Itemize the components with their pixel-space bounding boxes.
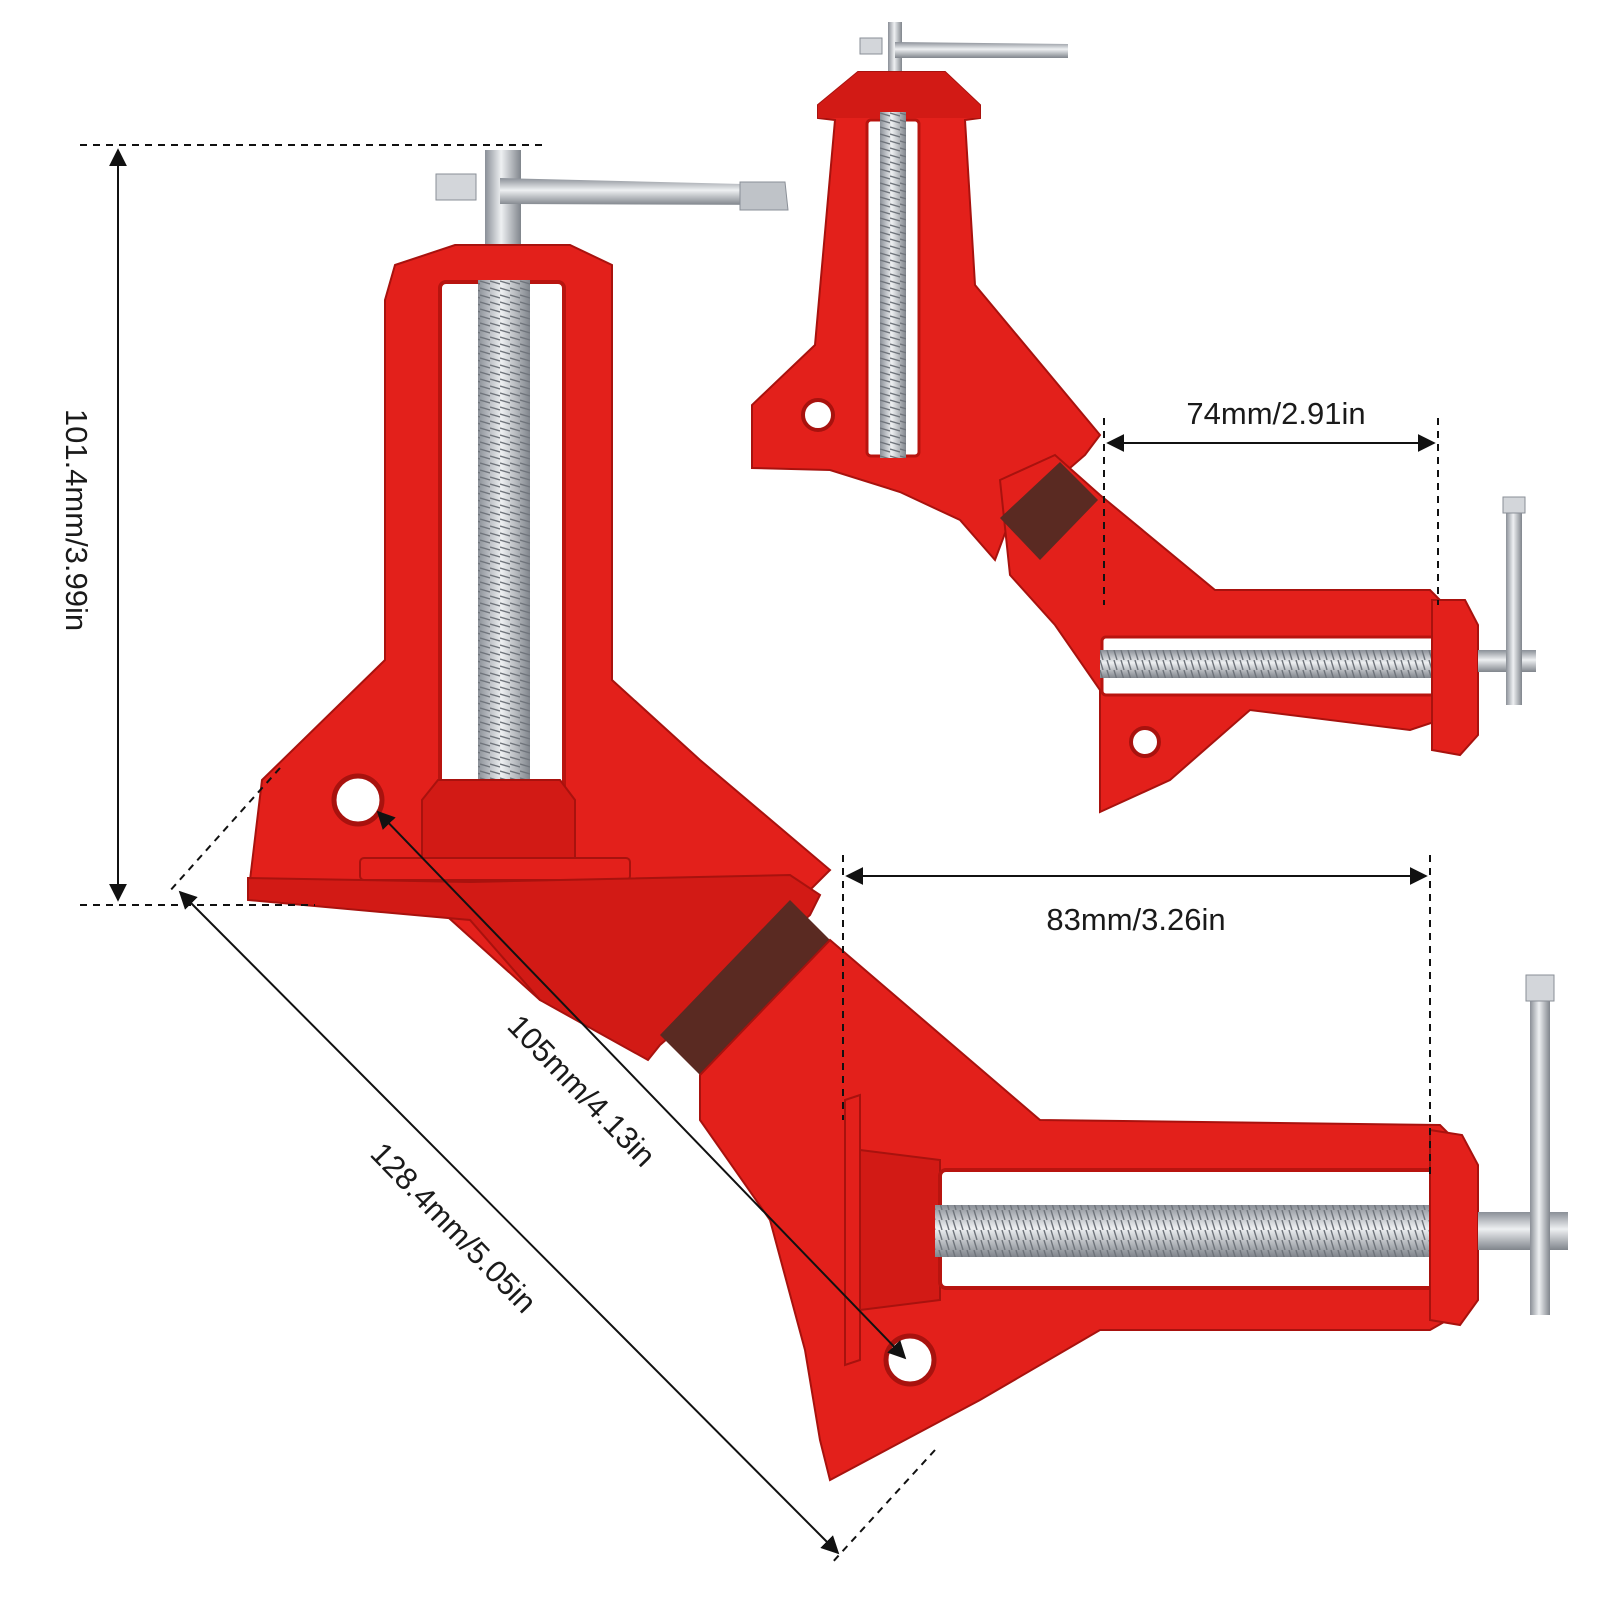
- small-corner-clamp: [751, 22, 1536, 814]
- large-clamp-side-handle: [1478, 974, 1568, 1315]
- small-clamp-horizontal-arm: [998, 453, 1441, 814]
- large-clamp-mount-hole-top: [331, 773, 385, 827]
- large-clamp-top-handle: [435, 150, 789, 250]
- large-jaw-dimension-label: 83mm/3.26in: [1046, 902, 1225, 937]
- outer-diagonal-dimension-label: 128.4mm/5.05in: [364, 1136, 544, 1320]
- small-clamp-mount-hole-top: [801, 398, 835, 432]
- small-clamp-side-handle: [1478, 496, 1536, 705]
- outer-diagonal-dimension-line: [178, 890, 840, 1555]
- small-clamp-mount-hole-bottom: [1129, 726, 1161, 758]
- small-jaw-dimension-label: 74mm/2.91in: [1186, 396, 1365, 431]
- height-dimension-label: 101.4mm/3.99in: [59, 409, 94, 631]
- large-clamp-mount-hole-bottom: [883, 1333, 937, 1387]
- dimension-annotations: [80, 144, 1439, 1566]
